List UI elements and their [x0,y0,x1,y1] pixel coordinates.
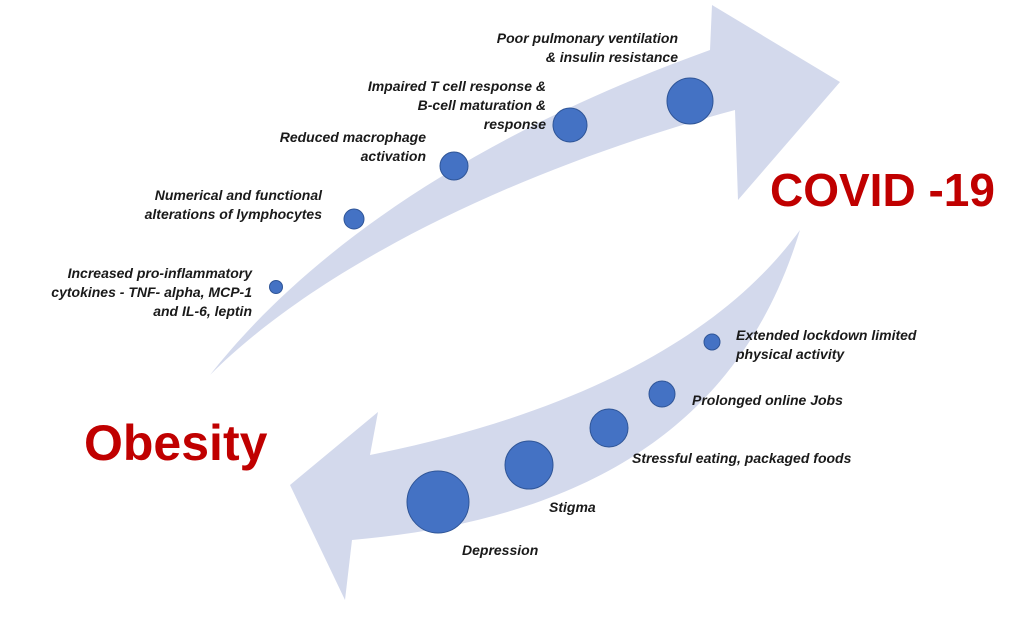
label-line: Impaired T cell response & [367,78,546,94]
label-line: Extended lockdown limited [736,327,917,343]
label-pulmonary: Poor pulmonary ventilation & insulin res… [497,29,678,67]
label-line: physical activity [736,346,845,362]
label-depression: Depression [462,541,538,560]
label-online-jobs: Prolonged online Jobs [692,391,843,410]
label-line: response [483,116,546,132]
label-stigma: Stigma [549,498,596,517]
covid-title: COVID -19 [770,164,995,216]
label-macrophage: Reduced macrophage activation [280,128,426,166]
label-stressful-eating: Stressful eating, packaged foods [632,449,851,468]
node-t-cell [552,107,588,143]
node-stigma [504,440,554,490]
node-cytokines [269,280,283,294]
node-online-jobs [648,380,676,408]
label-line: Stressful eating, packaged foods [632,450,852,466]
upper-nodes [269,77,714,294]
node-lymphocytes [343,208,365,230]
node-lockdown [703,333,721,351]
lower-nodes [406,333,721,534]
label-line: activation [360,148,426,164]
node-depression [406,470,470,534]
label-line: & insulin resistance [545,49,678,65]
label-t-cell: Impaired T cell response & B-cell matura… [368,77,546,134]
label-line: Reduced macrophage [279,129,426,145]
label-line: Prolonged online Jobs [692,392,843,408]
label-line: alterations of lymphocytes [144,206,322,222]
label-cytokines: Increased pro-inflammatory cytokines - T… [51,264,252,321]
obesity-title: Obesity [84,415,268,471]
node-macrophage [439,151,469,181]
label-line: Stigma [549,499,596,515]
label-lockdown: Extended lockdown limited physical activ… [736,326,916,364]
label-line: Depression [462,542,539,558]
label-line: cytokines - TNF- alpha, MCP-1 [51,284,252,300]
label-lymphocytes: Numerical and functional alterations of … [145,186,322,224]
label-line: B-cell maturation & [417,97,546,113]
node-pulmonary [666,77,714,125]
node-stressful-eating [589,408,629,448]
label-line: Poor pulmonary ventilation [496,30,678,46]
label-line: Increased pro-inflammatory [67,265,252,281]
label-line: Numerical and functional [154,187,322,203]
lower-arrow [290,230,800,600]
label-line: and IL-6, leptin [153,303,252,319]
